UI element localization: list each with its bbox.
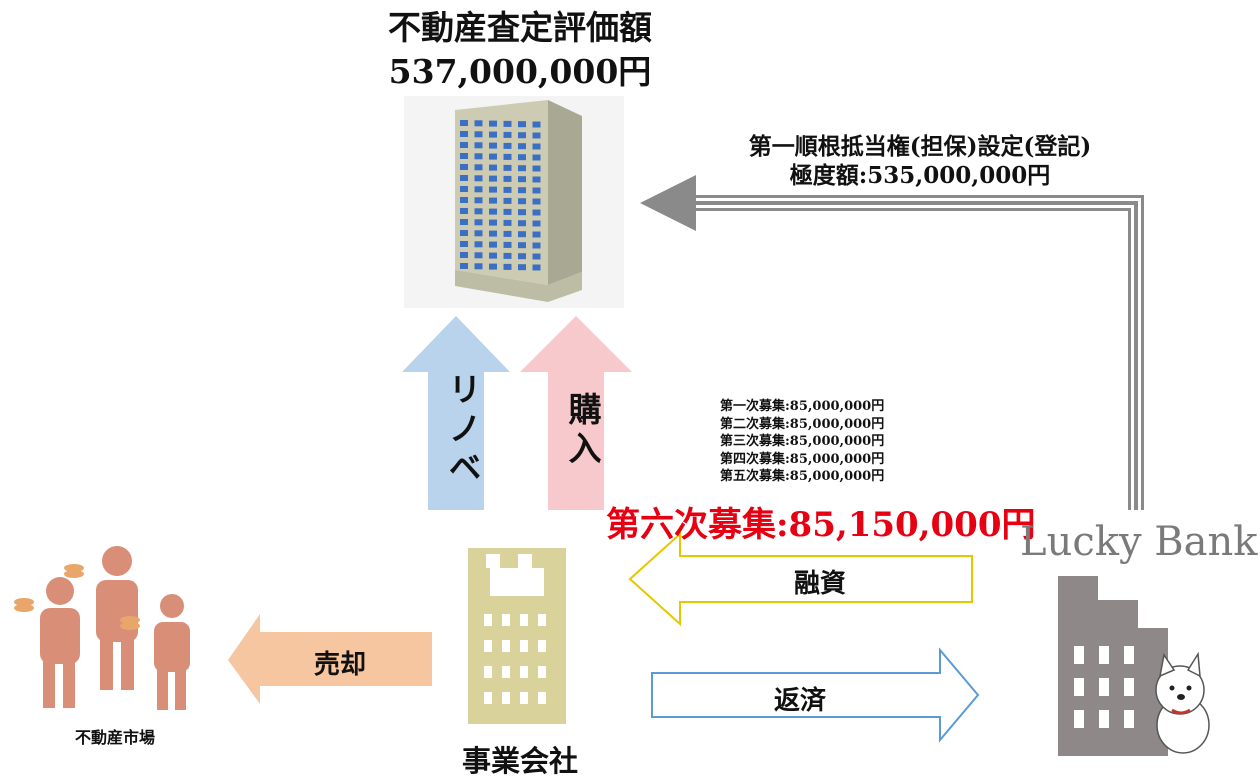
bank-building-icon bbox=[1058, 576, 1168, 756]
renovation-label: リノベ bbox=[443, 372, 482, 489]
loan-arrow bbox=[628, 531, 973, 627]
people-with-coins-icon bbox=[14, 546, 190, 710]
purchase-label: 購入 bbox=[563, 392, 602, 470]
funding-round-current: 第六次募集:85,150,000円 bbox=[606, 505, 1036, 545]
sale-label: 売却 bbox=[313, 650, 366, 680]
repayment-label: 返済 bbox=[773, 686, 826, 716]
company-label: 事業会社 bbox=[461, 744, 578, 778]
bank-name: Lucky Bank bbox=[1020, 519, 1258, 565]
funding-round-3: 第三次募集:85,000,000円 bbox=[720, 434, 885, 449]
appraisal-title-block: 不動産査定評価額 537,000,000円 bbox=[340, 6, 700, 94]
repayment-arrow bbox=[651, 647, 980, 743]
mortgage-label: 第一順根抵当権(担保)設定(登記) 極度額:535,000,000円 bbox=[700, 132, 1140, 190]
apartment-building-icon bbox=[404, 96, 624, 308]
company-building-icon bbox=[468, 548, 566, 724]
funding-rounds-list: 第一次募集:85,000,000円 第二次募集:85,000,000円 第三次募… bbox=[720, 398, 920, 486]
sale-arrow bbox=[228, 614, 432, 704]
funding-round-5: 第五次募集:85,000,000円 bbox=[720, 469, 885, 484]
mortgage-arrow bbox=[640, 175, 1144, 510]
market-label: 不動産市場 bbox=[74, 728, 155, 747]
purchase-arrow bbox=[520, 316, 632, 510]
appraisal-title: 不動産査定評価額 bbox=[388, 8, 652, 47]
loan-label: 融資 bbox=[793, 569, 846, 599]
funding-round-2: 第二次募集:85,000,000円 bbox=[720, 416, 885, 432]
mortgage-line1: 第一順根抵当権(担保)設定(登記) bbox=[748, 133, 1092, 160]
dog-mascot-icon bbox=[1155, 651, 1210, 754]
appraisal-amount: 537,000,000円 bbox=[388, 52, 652, 91]
funding-round-4: 第四次募集:85,000,000円 bbox=[720, 451, 885, 467]
mortgage-line2: 極度額:535,000,000円 bbox=[789, 162, 1051, 189]
funding-round-1: 第一次募集:85,000,000円 bbox=[720, 399, 885, 414]
renovation-arrow bbox=[402, 316, 510, 510]
